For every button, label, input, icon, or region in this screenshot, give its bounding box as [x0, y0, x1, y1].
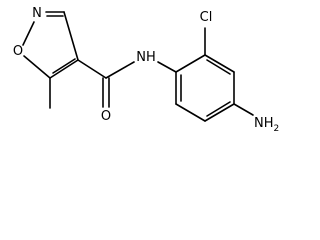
carboxamide-group [77, 59, 177, 108]
bond-c1-c2 [175, 54, 206, 73]
benzene-ring [175, 54, 235, 122]
chemical-structure-diagram: N O NH O Cl NH2 [13, 6, 279, 134]
bond-c2-c3-double [206, 59, 231, 75]
bond-c4-c5 [204, 103, 235, 122]
bond-c5-c6 [175, 103, 206, 122]
bond-nh-aryl [157, 61, 177, 73]
isoxazole-ring [22, 11, 79, 79]
bond-o-c5 [23, 55, 51, 79]
amide-nh-label: NH [136, 50, 156, 65]
bond-c4-c3 [63, 11, 79, 61]
bond-c5-c4 [49, 59, 79, 79]
isoxazole-nitrogen-label: N [32, 6, 42, 21]
chlorine-label: Cl [200, 10, 213, 25]
amine-label-subscript: 2 [274, 124, 280, 134]
carbonyl-oxygen-label: O [101, 109, 111, 124]
isoxazole-oxygen-label: O [13, 44, 23, 59]
bond-c4-carbonyl [77, 59, 107, 79]
bond-c5-c4-double [52, 58, 76, 74]
bond-c4-nh2 [233, 103, 254, 116]
bond-c2-c3 [204, 54, 235, 73]
amine-label: NH2 [254, 116, 279, 134]
bond-n-o [22, 21, 35, 46]
bond-c4-c5-double [206, 101, 231, 117]
amine-label-main: NH [254, 116, 274, 131]
bond-carbonyl-nh [105, 61, 135, 79]
